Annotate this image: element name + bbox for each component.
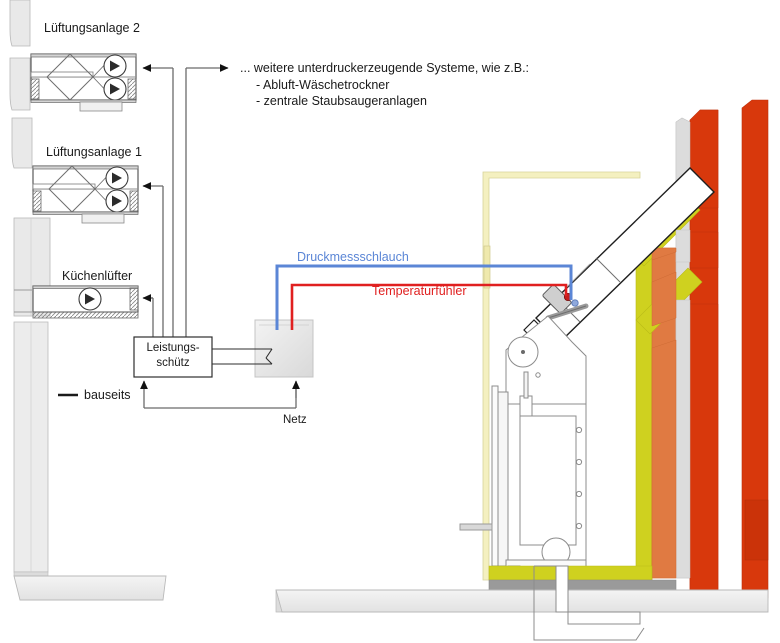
temperature-sensor-label: Temperaturfühler bbox=[372, 284, 467, 298]
control-wiring bbox=[142, 64, 229, 344]
stove-floor-construction bbox=[275, 565, 769, 613]
kitchen-fan-label: Küchenlüfter bbox=[62, 269, 133, 283]
pressure-hose-line bbox=[275, 264, 573, 330]
other-systems-line-1: ... weitere unterdruckerzeugende Systeme… bbox=[240, 61, 530, 75]
ventilation-unit-2 bbox=[30, 53, 137, 112]
temperature-sensor-line bbox=[290, 283, 568, 330]
power-contactor-box bbox=[133, 336, 213, 378]
mains-label: Netz bbox=[283, 414, 307, 426]
vent-unit-2-label: Lüftungsanlage 2 bbox=[44, 21, 140, 35]
pressure-hose-label: Druckmessschlauch bbox=[297, 250, 409, 264]
contactor-label-line-1: Leistungs- bbox=[146, 342, 200, 354]
other-systems-line-2: - Abluft-Wäschetrockner bbox=[256, 78, 390, 92]
mains-supply-wiring bbox=[140, 380, 300, 409]
other-systems-line-3: - zentrale Staubsaugeranlagen bbox=[256, 94, 427, 108]
left-floor-slab bbox=[13, 575, 167, 601]
legend-onsite-label: bauseits bbox=[84, 388, 131, 402]
kitchen-fan-unit bbox=[14, 285, 139, 319]
left-wall-structure bbox=[9, 0, 51, 577]
vent-unit-1-label: Lüftungsanlage 1 bbox=[46, 145, 142, 159]
switch-contacts bbox=[212, 348, 273, 365]
ventilation-unit-1 bbox=[32, 165, 139, 224]
combustion-air-duct bbox=[533, 565, 645, 641]
contactor-label-line-2: schütz bbox=[156, 357, 190, 369]
stove-body bbox=[459, 315, 587, 579]
